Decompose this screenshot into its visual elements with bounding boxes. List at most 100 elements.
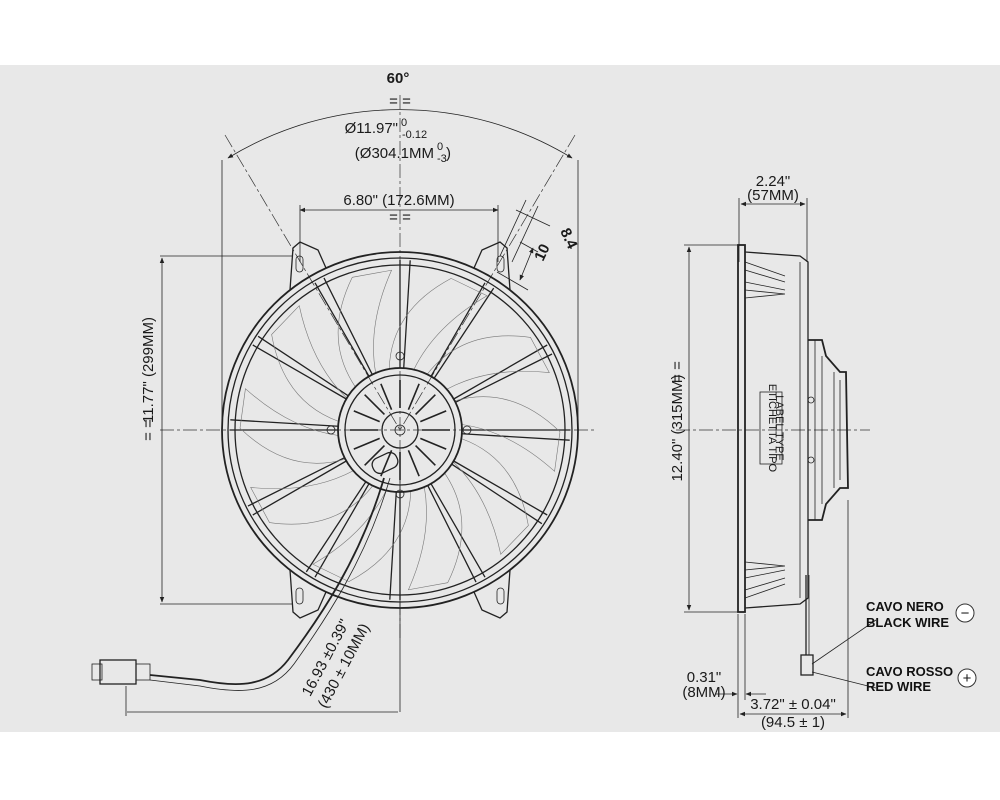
guard-spoke bbox=[453, 344, 553, 403]
flange-mm: (8MM) bbox=[682, 684, 725, 701]
angle-arc bbox=[227, 109, 573, 159]
slot-ext-2 bbox=[511, 205, 539, 263]
guard-spoke bbox=[252, 335, 349, 400]
mount-tab-bottom-left bbox=[289, 569, 327, 619]
side-view: 2.24" (57MM) 12.40" (315MM) = = ETICHETT… bbox=[669, 173, 877, 731]
label-plate bbox=[759, 391, 783, 465]
slot-ext-3 bbox=[496, 271, 529, 291]
fan-blades bbox=[239, 269, 561, 591]
connector-latch bbox=[91, 663, 103, 681]
guard-spoke bbox=[399, 260, 411, 369]
fan-blade bbox=[312, 490, 412, 582]
depth-inch: 2.24" bbox=[756, 173, 791, 190]
flange-inch: 0.31" bbox=[687, 669, 722, 686]
shroud-body bbox=[744, 251, 809, 609]
guard-spoke bbox=[461, 429, 570, 441]
negative-symbol: − bbox=[961, 605, 970, 622]
fan-blade bbox=[452, 438, 529, 555]
black-wire-leader bbox=[811, 619, 877, 665]
cable-grommet bbox=[371, 451, 399, 475]
mount-spacing-label: 6.80" (172.6MM) bbox=[343, 192, 454, 209]
diameter-inch-tol-upper: 0 bbox=[401, 117, 407, 129]
fan-blade bbox=[239, 388, 346, 464]
hub-rib bbox=[380, 383, 393, 410]
motor-body-profile bbox=[808, 339, 849, 521]
diameter-mm-close: ) bbox=[446, 145, 451, 162]
black-wire-italian: CAVO NERO bbox=[866, 599, 944, 614]
fan-blade bbox=[426, 335, 550, 390]
mount-tab-top-left bbox=[289, 241, 327, 291]
motor-shaft bbox=[394, 424, 406, 436]
guard-spoke bbox=[314, 277, 373, 377]
hub-rib bbox=[420, 437, 447, 450]
label-plate-line-1: ETICHETTA TIPO bbox=[766, 384, 778, 473]
power-cable bbox=[149, 477, 385, 685]
mount-tab-bottom-right bbox=[473, 569, 511, 619]
hub-rib bbox=[407, 383, 420, 410]
total-depth-mm: (94.5 ± 1) bbox=[761, 714, 825, 731]
hub-rib bbox=[353, 437, 380, 450]
mount-slot-bottom-right bbox=[496, 587, 505, 605]
diameter-inch-tol-lower: -0.12 bbox=[402, 129, 427, 141]
fan-blade bbox=[407, 472, 463, 591]
hub-rib bbox=[407, 450, 420, 477]
side-height-label: 12.40" (315MM) bbox=[669, 374, 686, 481]
height-centerline-mark: = = bbox=[140, 419, 157, 441]
motor-hub-ribs bbox=[350, 380, 450, 480]
slot-length-label: 10 bbox=[531, 241, 553, 263]
slot-width-line bbox=[515, 209, 551, 227]
side-centerline-mark: = = bbox=[669, 361, 686, 383]
hub-rib bbox=[414, 444, 436, 466]
fan-blade bbox=[271, 305, 348, 422]
hub-rib bbox=[353, 410, 380, 423]
connector-back bbox=[135, 663, 151, 681]
hub-rib bbox=[364, 444, 386, 466]
black-wire-english: BLACK WIRE bbox=[866, 615, 949, 630]
depth-mm: (57MM) bbox=[747, 187, 799, 204]
diameter-mm: (Ø304.1MM bbox=[355, 145, 434, 162]
slot-length-line bbox=[519, 247, 534, 281]
positive-symbol: + bbox=[963, 670, 972, 687]
guard-spoke bbox=[247, 457, 347, 516]
red-wire-english: RED WIRE bbox=[866, 679, 931, 694]
motor-screw-1 bbox=[807, 396, 815, 404]
fan-blade bbox=[250, 470, 374, 525]
slot-ext-1 bbox=[499, 199, 527, 257]
hub-screw-left bbox=[326, 425, 336, 435]
power-cable-edge bbox=[149, 477, 391, 691]
height-label: 11.77" (299MM) bbox=[140, 317, 157, 423]
centerline-mark-mid: = = bbox=[389, 209, 411, 226]
label-plate-line-2: LABEL TYPE bbox=[773, 395, 785, 460]
negative-terminal-icon bbox=[955, 603, 975, 623]
positive-terminal-icon bbox=[957, 668, 977, 688]
wire-legend: CAVO NERO BLACK WIRE − CAVO ROSSO RED WI… bbox=[866, 599, 977, 694]
hub-rib bbox=[364, 394, 386, 416]
top-ribs bbox=[744, 261, 786, 299]
hub-rib bbox=[380, 450, 393, 477]
motor-shaft-boss bbox=[381, 411, 419, 449]
guard-spoke bbox=[451, 460, 548, 525]
hub-rib bbox=[420, 410, 447, 423]
hub-screw-right bbox=[462, 425, 472, 435]
red-wire-leader bbox=[811, 671, 877, 689]
fan-blade bbox=[388, 278, 488, 370]
angle-label: 60° bbox=[387, 70, 410, 87]
diameter-inch: Ø11.97" bbox=[345, 120, 398, 137]
slot-ext-4 bbox=[519, 241, 539, 253]
mount-tab-top-right bbox=[473, 241, 511, 291]
diameter-mm-tol-upper: 0 bbox=[437, 141, 443, 153]
total-depth-inch: 3.72" ± 0.04" bbox=[750, 696, 836, 713]
wire-terminal bbox=[800, 654, 814, 676]
motor-screw-2 bbox=[807, 456, 815, 464]
diameter-mm-tol-lower: -3 bbox=[437, 153, 447, 165]
centerline-mark-top: = = bbox=[389, 93, 411, 110]
hub-rib bbox=[414, 394, 436, 416]
mount-slot-top-right bbox=[496, 255, 505, 273]
mount-slot-bottom-left bbox=[295, 587, 304, 605]
red-wire-italian: CAVO ROSSO bbox=[866, 664, 953, 679]
mount-slot-top-left bbox=[295, 255, 304, 273]
fan-blade bbox=[454, 396, 561, 472]
guard-spoke bbox=[427, 483, 486, 583]
guard-spoke bbox=[230, 419, 339, 431]
